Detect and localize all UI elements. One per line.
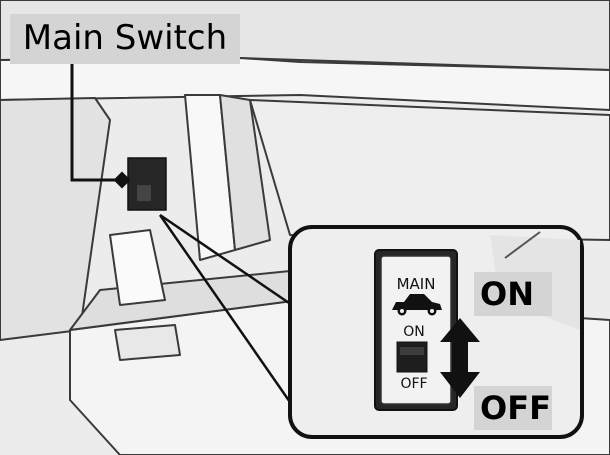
panel-off-label: OFF bbox=[400, 376, 427, 392]
leader-line bbox=[70, 62, 122, 182]
panel-main-label: MAIN bbox=[397, 275, 436, 293]
off-label: OFF bbox=[474, 386, 552, 430]
car-icon bbox=[392, 294, 442, 316]
panel-on-label: ON bbox=[403, 324, 425, 340]
double-arrow-icon bbox=[440, 318, 480, 398]
zoom-lines bbox=[158, 213, 294, 406]
main-switch-small bbox=[127, 157, 167, 211]
on-label: ON bbox=[474, 272, 552, 316]
rocker-switch bbox=[396, 341, 428, 373]
leader-point bbox=[113, 171, 131, 189]
main-switch-label: Main Switch bbox=[10, 14, 240, 64]
